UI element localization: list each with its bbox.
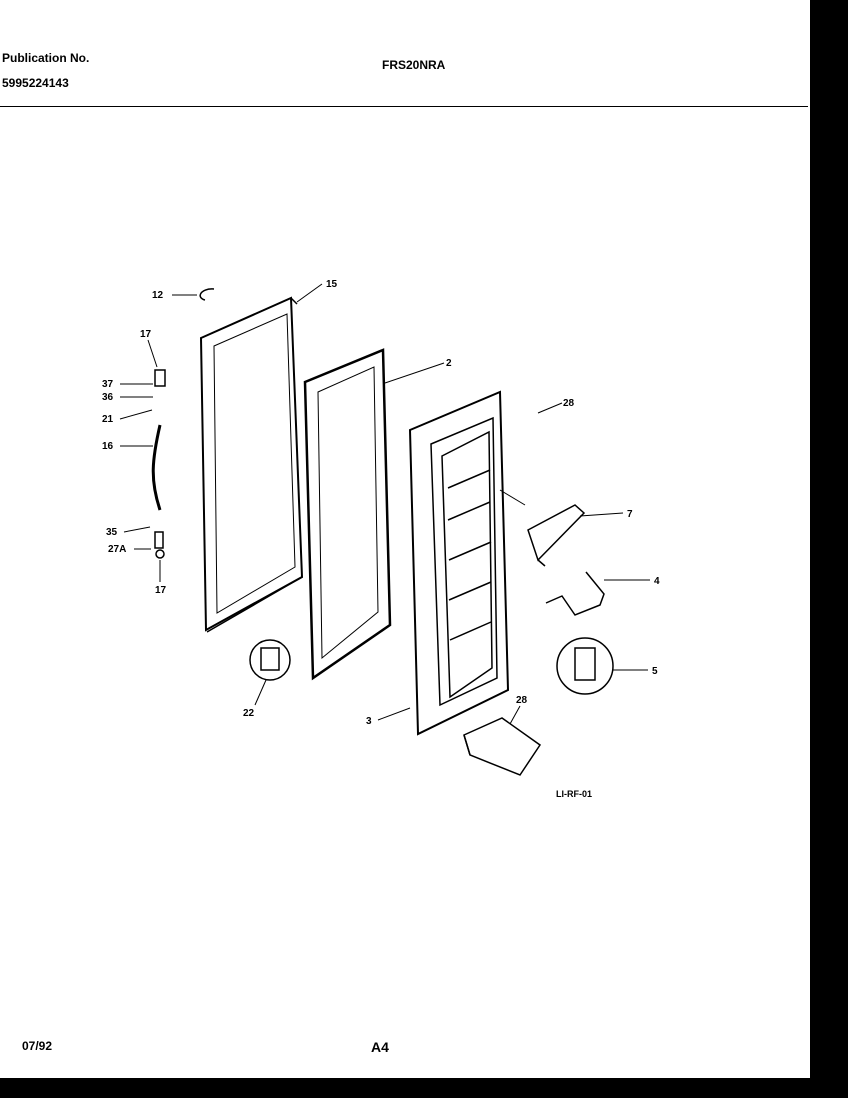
callout-15: 15 xyxy=(326,279,338,290)
callout-28-bin: 28 xyxy=(516,695,528,706)
shelf-retainer-part xyxy=(545,571,605,616)
callout-17-top: 17 xyxy=(140,329,152,340)
footer-date: 07/92 xyxy=(22,1039,53,1053)
bottom-hinge-part xyxy=(154,531,164,549)
door-shelf-bar-part xyxy=(527,504,586,567)
publication-number: 5995224143 xyxy=(2,76,69,90)
callout-4: 4 xyxy=(654,576,660,587)
door-frame-part xyxy=(199,296,304,633)
callout-22: 22 xyxy=(243,708,255,719)
top-hinge-part xyxy=(154,369,166,387)
callout-27a: 27A xyxy=(108,544,126,555)
model-number: FRS20NRA xyxy=(382,58,446,72)
callout-12: 12 xyxy=(152,290,164,301)
door-handle-part xyxy=(151,424,162,511)
callout-36: 36 xyxy=(102,392,114,403)
diagram-code: LI-RF-01 xyxy=(556,789,592,799)
callout-3: 3 xyxy=(366,716,372,727)
door-gasket-part xyxy=(303,348,392,681)
publication-label: Publication No. xyxy=(2,51,90,65)
screw-part xyxy=(155,549,165,559)
bottom-bin-part xyxy=(463,717,542,776)
leader-lines xyxy=(119,283,650,725)
callout-21: 21 xyxy=(102,414,114,425)
hinge-detail-circle xyxy=(249,639,291,681)
header-rule xyxy=(0,106,808,107)
callout-7: 7 xyxy=(627,509,633,520)
retainer-detail-circle xyxy=(556,637,614,695)
callout-16: 16 xyxy=(102,441,114,452)
door-liner-part xyxy=(408,390,510,736)
callout-17-bottom: 17 xyxy=(155,585,167,596)
callout-2: 2 xyxy=(446,358,452,369)
callout-28-top: 28 xyxy=(563,398,575,409)
footer-page: A4 xyxy=(371,1039,389,1055)
parts-sheet: Publication No. 5995224143 FRS20NRA xyxy=(0,0,810,1078)
callout-5: 5 xyxy=(652,666,658,677)
callout-labels: 12 15 2 17 37 36 21 16 35 27A 17 22 3 28… xyxy=(102,279,660,799)
callout-37: 37 xyxy=(102,379,114,390)
clip-part xyxy=(199,288,215,301)
callout-35: 35 xyxy=(106,527,118,538)
exploded-parts-diagram: 12 15 2 17 37 36 21 16 35 27A 17 22 3 28… xyxy=(102,279,660,799)
